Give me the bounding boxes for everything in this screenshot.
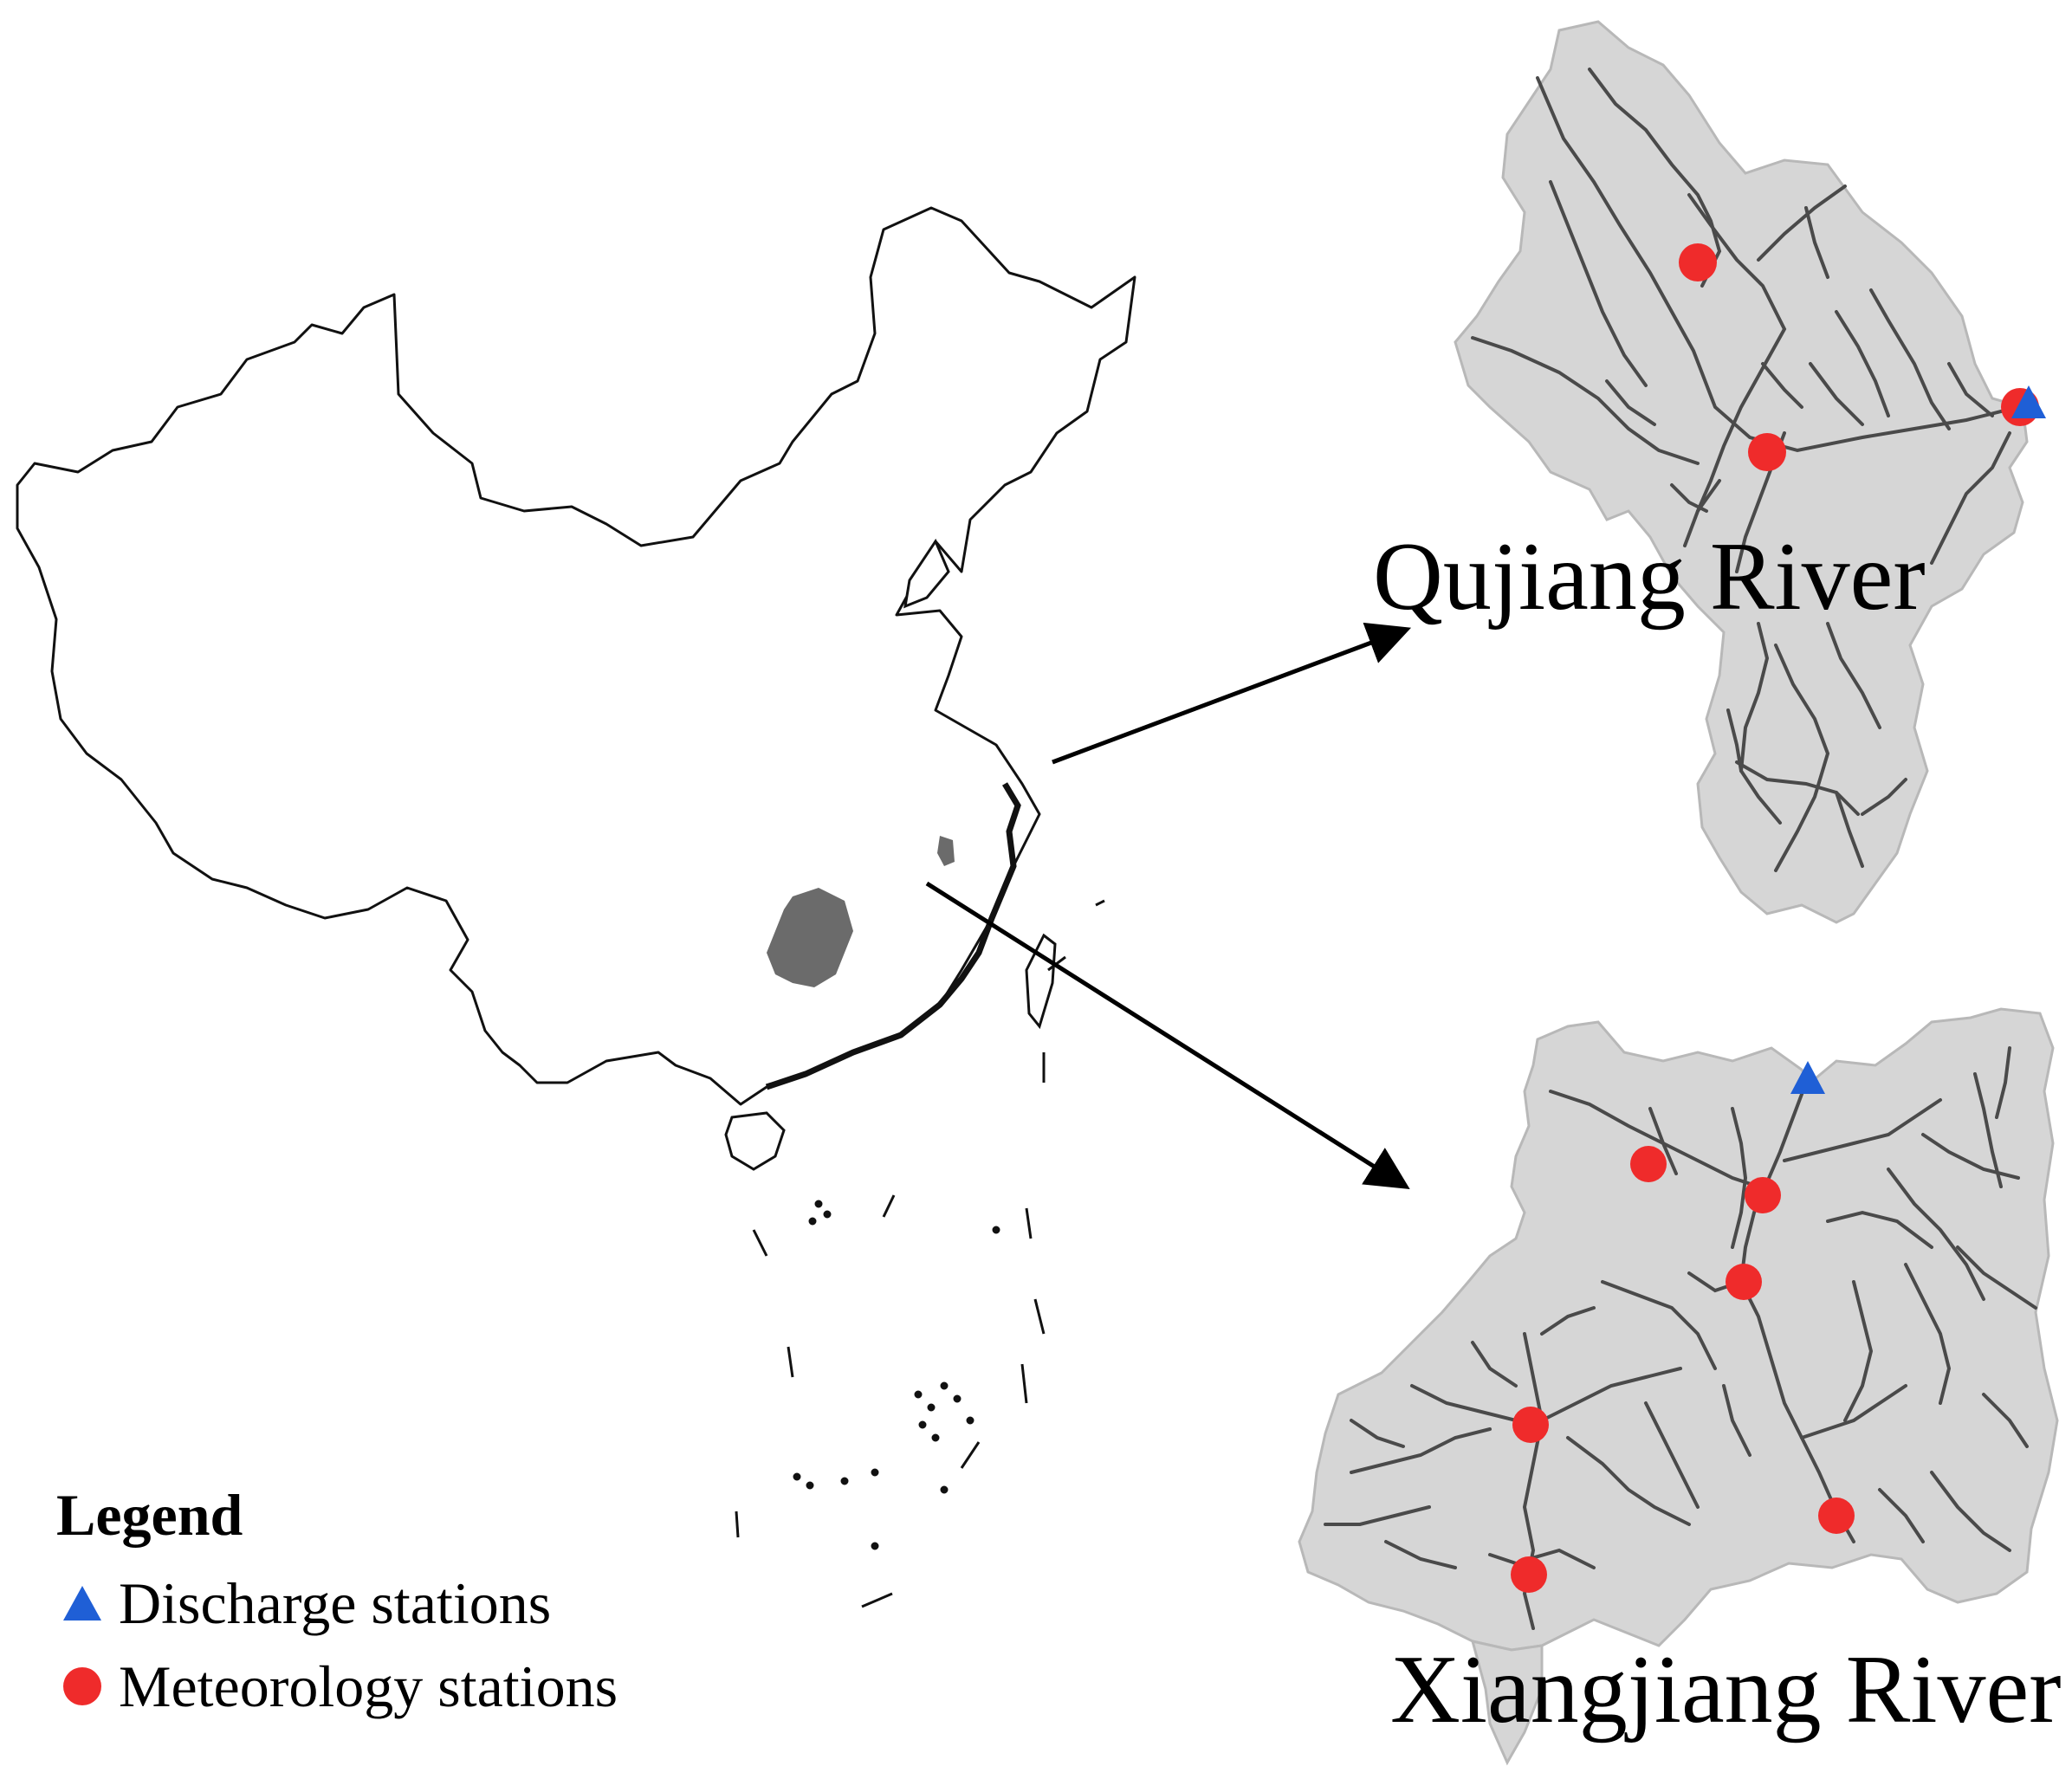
legend-item-label: Meteorology stations — [119, 1653, 618, 1719]
legend-item-label: Discharge stations — [119, 1569, 552, 1636]
legend-item-meteorology: Meteorology stations — [56, 1645, 618, 1728]
xiangjiang-lower-basin — [1470, 1639, 1544, 1766]
blue-triangle-icon — [63, 1586, 101, 1621]
xiangjiang-discharge-station — [1790, 1061, 1825, 1094]
legend-item-discharge: Discharge stations — [56, 1562, 618, 1645]
xiangjiang-meteorology-station — [1818, 1498, 1855, 1534]
qujiang-river-network — [1471, 68, 2020, 872]
xiangjiang-meteorology-station — [1745, 1177, 1781, 1213]
red-circle-icon — [63, 1667, 101, 1705]
xiangjiang-meteorology-station — [1512, 1407, 1549, 1443]
xiangjiang-meteorology-station — [1726, 1264, 1762, 1300]
southeast-coastline — [765, 782, 1021, 1090]
qujiang-meteorology-station — [1679, 243, 1717, 281]
qujiang-discharge-station — [2011, 385, 2046, 418]
qujiang-river-label: Qujiang River — [1373, 523, 1926, 631]
qujiang-meteorology-station — [1748, 433, 1786, 471]
bohai-sea — [903, 538, 950, 609]
hunan-highlight-region — [767, 888, 853, 987]
arrow-to-xiangjiang — [925, 881, 1410, 1190]
hainan-island — [724, 1111, 786, 1171]
map-legend: Legend Discharge stations Meteorology st… — [56, 1481, 618, 1728]
legend-title: Legend — [56, 1482, 243, 1548]
qujiang-basin-map — [1454, 20, 2046, 924]
china-map — [16, 206, 1136, 1608]
qujiang-basin-area — [1454, 20, 2029, 924]
small-highlight-region — [937, 836, 955, 866]
south-china-sea-islands — [735, 899, 1105, 1608]
arrow-to-qujiang — [1052, 622, 1412, 765]
xiangjiang-basin-map — [1298, 1007, 2059, 1766]
xiangjiang-meteorology-station — [1511, 1556, 1547, 1593]
xiangjiang-river-label: Xiangjiang River — [1390, 1636, 2062, 1743]
xiangjiang-basin-area — [1298, 1007, 2059, 1652]
xiangjiang-meteorology-station — [1630, 1146, 1667, 1182]
